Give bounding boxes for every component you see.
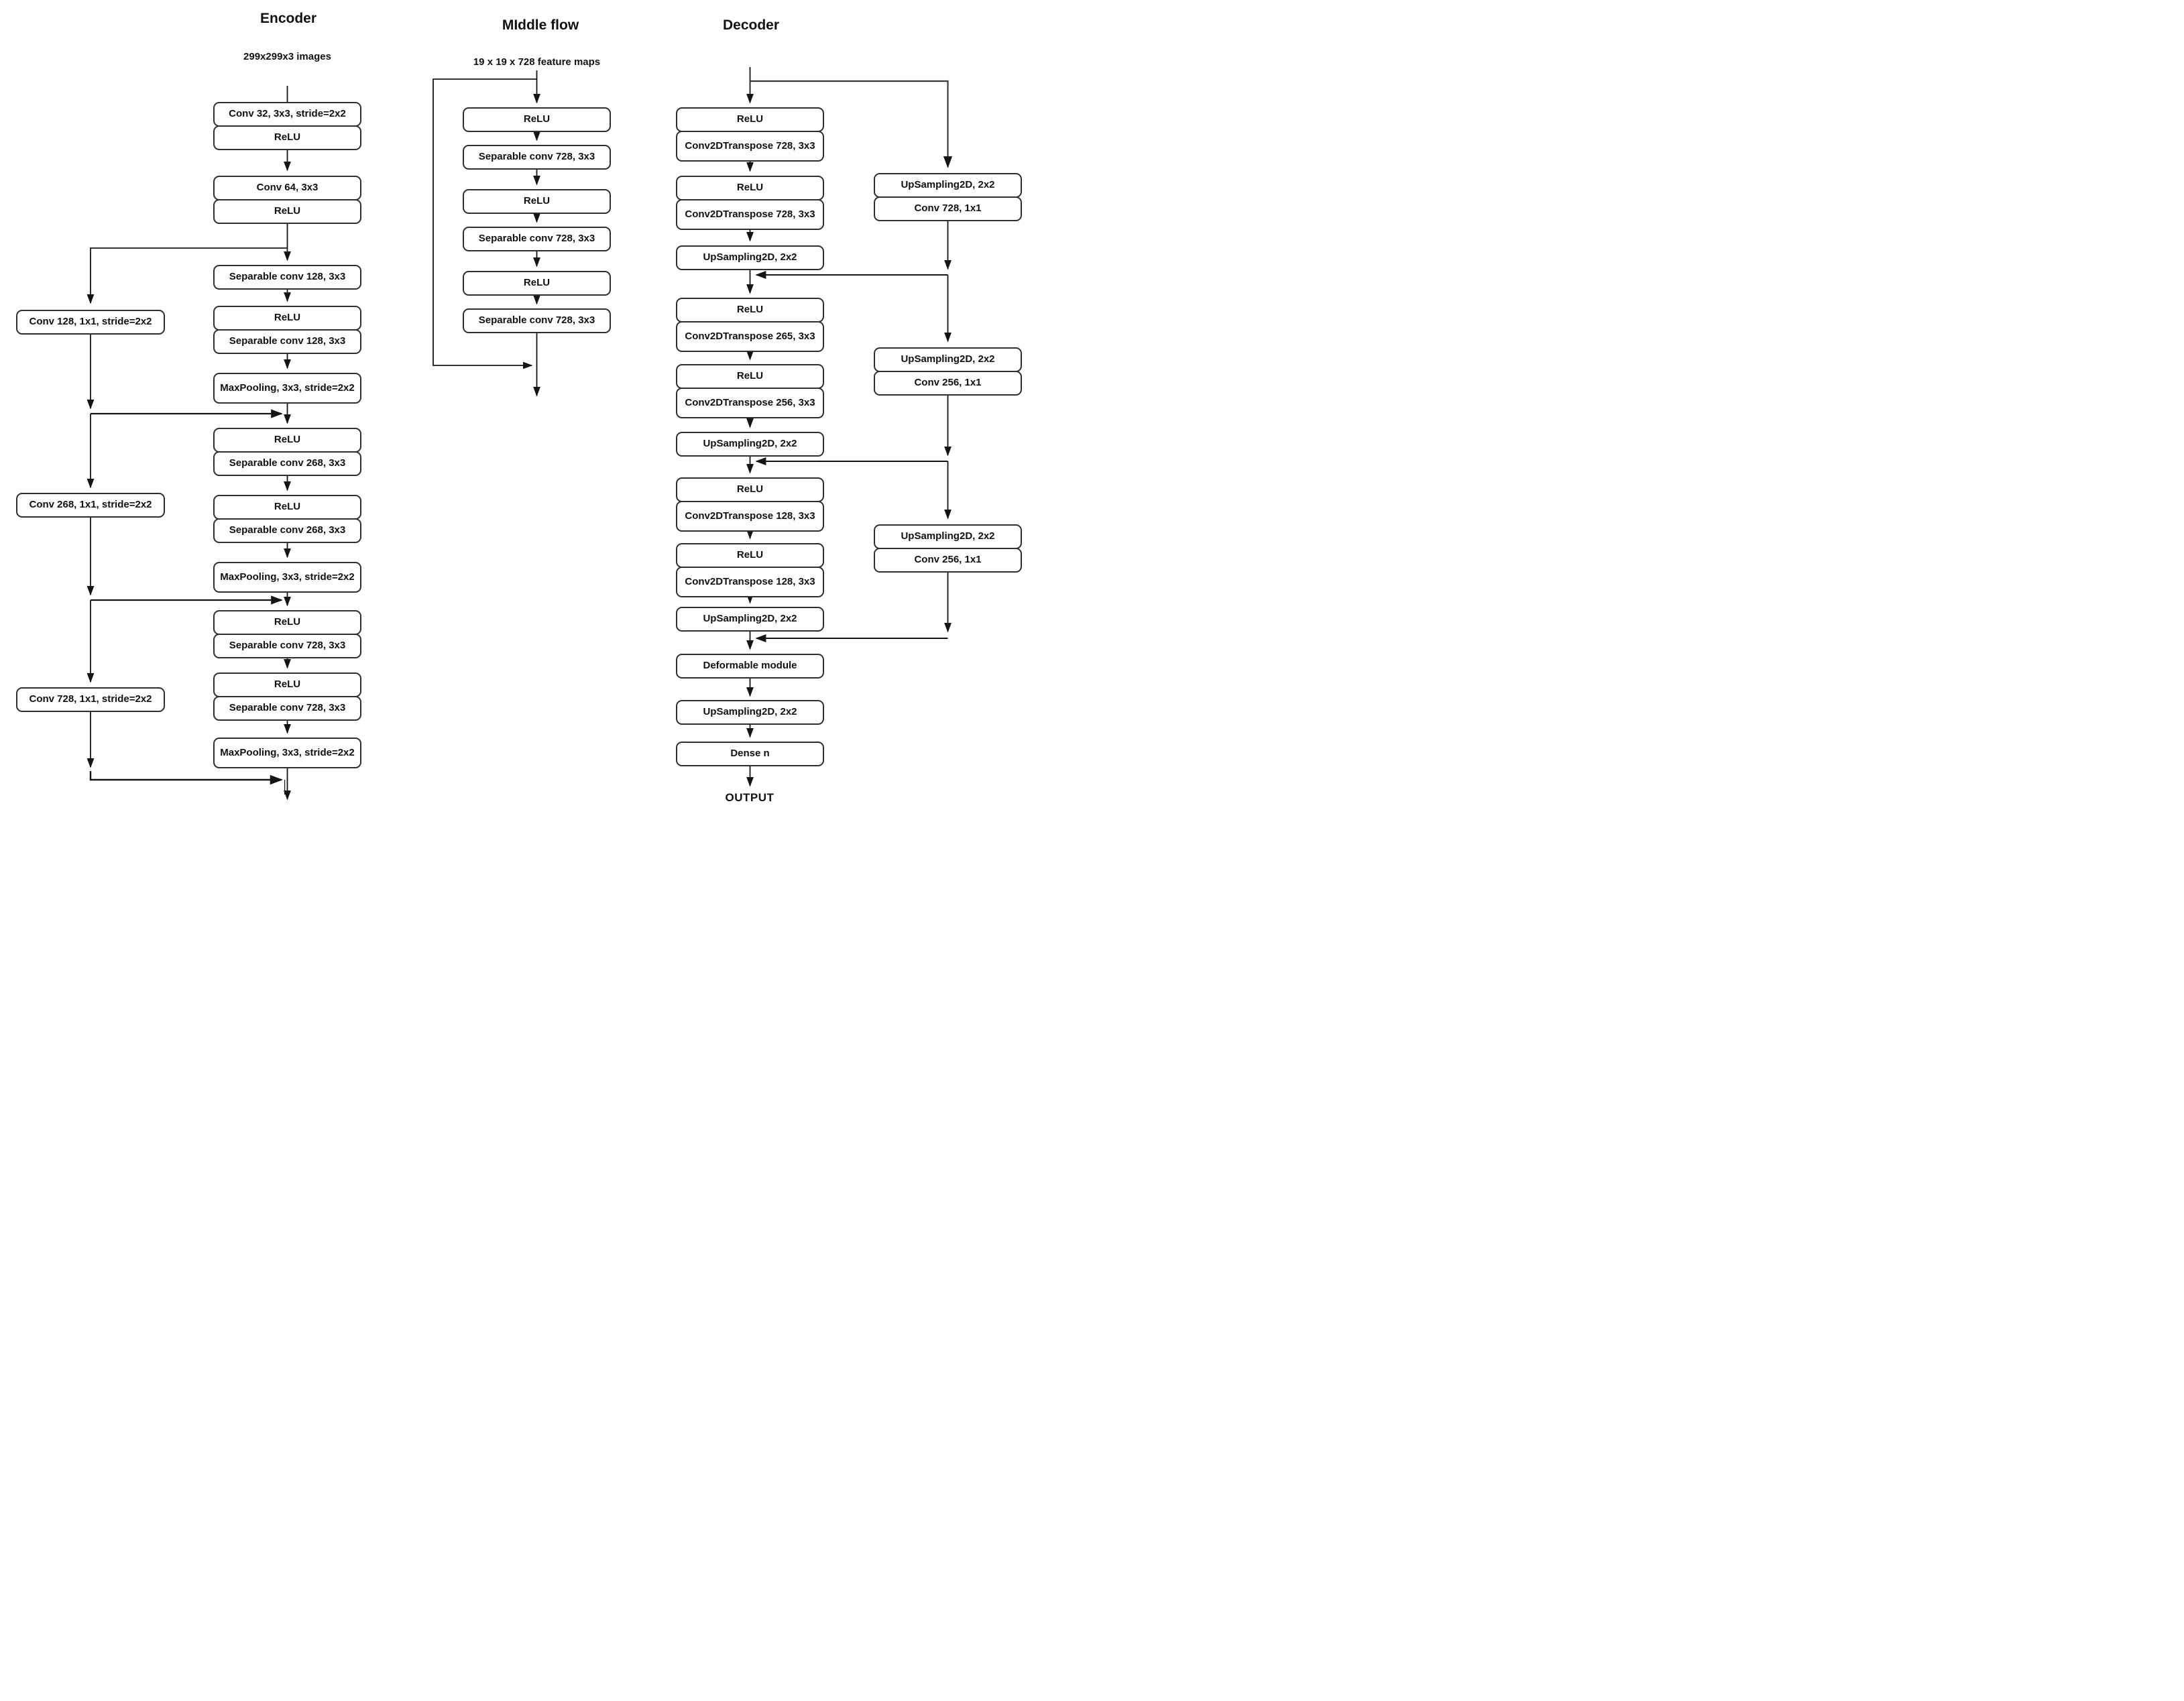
node-conv2dtranspose256: Conv2DTranspose 256, 3x3: [676, 388, 824, 418]
encoder-input-label: 299x299x3 images: [243, 51, 331, 62]
architecture-diagram: Encoder MIddle flow Decoder 299x299x3 im…: [0, 0, 1036, 813]
node-maxpool: MaxPooling, 3x3, stride=2x2: [213, 373, 361, 404]
node-relu: ReLU: [213, 125, 361, 150]
node-conv128-1x1: Conv 128, 1x1, stride=2x2: [16, 310, 165, 335]
node-conv728-1x1: Conv 728, 1x1, stride=2x2: [16, 687, 165, 712]
node-sepconv728: Separable conv 728, 3x3: [463, 227, 611, 251]
node-sepconv128: Separable conv 128, 3x3: [213, 265, 361, 290]
node-upsampling2d: UpSampling2D, 2x2: [874, 173, 1022, 198]
node-relu: ReLU: [676, 176, 824, 200]
node-upsampling2d: UpSampling2D, 2x2: [676, 432, 824, 457]
node-relu: ReLU: [213, 428, 361, 453]
node-relu: ReLU: [213, 610, 361, 635]
connector-layer: [87, 67, 953, 801]
node-sepconv268: Separable conv 268, 3x3: [213, 518, 361, 543]
node-relu: ReLU: [213, 672, 361, 697]
node-conv64: Conv 64, 3x3: [213, 176, 361, 200]
edge-skip-branch-top: [87, 247, 288, 304]
edge-skip-merge-3: [89, 771, 283, 785]
decoder-title: Decoder: [722, 17, 780, 33]
node-relu: ReLU: [463, 107, 611, 132]
node-relu: ReLU: [676, 298, 824, 322]
node-relu: ReLU: [676, 543, 824, 568]
node-conv728-1x1: Conv 728, 1x1: [874, 196, 1022, 221]
node-relu: ReLU: [213, 306, 361, 331]
node-sepconv728: Separable conv 728, 3x3: [463, 145, 611, 170]
node-relu: ReLU: [463, 271, 611, 296]
node-relu: ReLU: [676, 107, 824, 132]
node-relu: ReLU: [213, 495, 361, 520]
middle-flow-title: MIddle flow: [502, 17, 579, 33]
node-sepconv268: Separable conv 268, 3x3: [213, 451, 361, 476]
node-upsampling2d: UpSampling2D, 2x2: [676, 700, 824, 725]
middle-input-label: 19 x 19 x 728 feature maps: [473, 56, 601, 68]
node-conv2dtranspose265: Conv2DTranspose 265, 3x3: [676, 321, 824, 352]
edge-mid-loop: [433, 78, 537, 369]
node-deformable-module: Deformable module: [676, 654, 824, 679]
node-upsampling2d: UpSampling2D, 2x2: [874, 347, 1022, 372]
node-conv32: Conv 32, 3x3, stride=2x2: [213, 102, 361, 127]
encoder-title: Encoder: [260, 11, 317, 26]
node-conv2dtranspose728: Conv2DTranspose 728, 3x3: [676, 131, 824, 162]
edge-dec-branch-top: [750, 80, 953, 168]
node-conv2dtranspose128: Conv2DTranspose 128, 3x3: [676, 567, 824, 597]
node-relu: ReLU: [213, 199, 361, 224]
node-sepconv128: Separable conv 128, 3x3: [213, 329, 361, 354]
node-upsampling2d: UpSampling2D, 2x2: [676, 607, 824, 632]
node-maxpool: MaxPooling, 3x3, stride=2x2: [213, 738, 361, 768]
node-relu: ReLU: [676, 477, 824, 502]
node-conv268-1x1: Conv 268, 1x1, stride=2x2: [16, 493, 165, 518]
node-sepconv728: Separable conv 728, 3x3: [213, 634, 361, 658]
node-maxpool: MaxPooling, 3x3, stride=2x2: [213, 562, 361, 593]
node-sepconv728: Separable conv 728, 3x3: [463, 308, 611, 333]
node-relu: ReLU: [676, 364, 824, 389]
node-upsampling2d: UpSampling2D, 2x2: [874, 524, 1022, 549]
node-conv256-1x1: Conv 256, 1x1: [874, 371, 1022, 396]
node-relu: ReLU: [463, 189, 611, 214]
node-sepconv728: Separable conv 728, 3x3: [213, 696, 361, 721]
output-label: OUTPUT: [725, 791, 774, 804]
node-conv2dtranspose728: Conv2DTranspose 728, 3x3: [676, 199, 824, 230]
node-upsampling2d: UpSampling2D, 2x2: [676, 245, 824, 270]
node-conv2dtranspose128: Conv2DTranspose 128, 3x3: [676, 501, 824, 532]
node-conv256-1x1: Conv 256, 1x1: [874, 548, 1022, 573]
node-dense-n: Dense n: [676, 742, 824, 766]
